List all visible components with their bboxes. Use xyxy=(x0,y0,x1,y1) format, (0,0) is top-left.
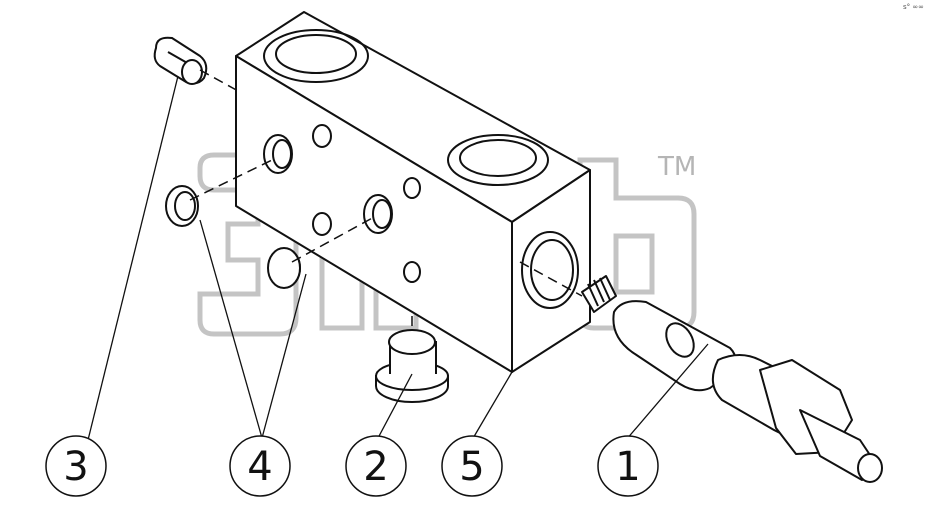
callout-4-label: 4 xyxy=(247,444,272,490)
callout-5-label: 5 xyxy=(459,444,484,490)
plug-part-3 xyxy=(153,36,208,85)
corner-mark: s° ∞∞ xyxy=(902,3,924,11)
seal-rings-part-4 xyxy=(165,185,301,289)
callout-3-label: 3 xyxy=(63,444,88,490)
manifold-block xyxy=(235,11,591,373)
callout-2-label: 2 xyxy=(363,444,388,490)
callout-1-label: 1 xyxy=(615,444,640,490)
callout-1: 1 xyxy=(597,435,659,497)
callout-3: 3 xyxy=(45,435,107,497)
callout-2: 2 xyxy=(345,435,407,497)
assembly-axis-lines xyxy=(189,69,583,326)
leader-lines xyxy=(87,75,709,441)
watermark-trademark: TM xyxy=(657,152,696,182)
callout-5: 5 xyxy=(441,435,503,497)
cartridge-valve-part-1 xyxy=(581,275,883,483)
callout-4: 4 xyxy=(229,435,291,497)
plug-part-2 xyxy=(375,329,449,403)
